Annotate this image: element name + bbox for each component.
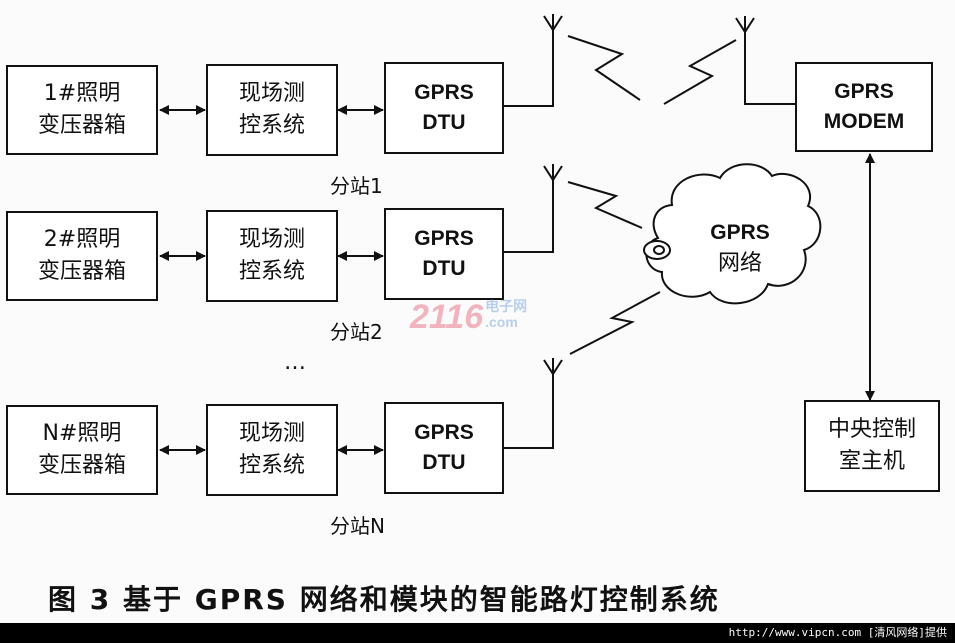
transformer-label: 变压器箱 [37,453,126,478]
control-label: 控系统 [238,259,305,284]
network-label: GPRS [710,221,770,244]
dtu-label: DTU [422,451,466,474]
control-label: 控系统 [238,113,305,138]
station-label-2: 分站2 [330,320,383,344]
central-host-box: 中央控制 室主机 [804,400,940,492]
figure-caption: 图 3 基于 GPRS 网络和模块的智能路灯控制系统 [48,583,720,616]
dtu-label: GPRS [414,81,474,104]
ellipsis: … [284,350,306,375]
control-box-n: 现场测 控系统 [206,404,338,496]
transformer-box-1: 1#照明 变压器箱 [6,65,158,155]
source-footer: http://www.vipcn.com [清风网络]提供 [0,623,955,643]
dtu-box-n: GPRS DTU [384,402,504,494]
control-label: 控系统 [238,453,305,478]
antenna-icon [504,14,563,107]
control-box-1: 现场测 控系统 [206,64,338,156]
host-label: 室主机 [838,449,905,474]
transformer-label: 1#照明 [43,81,121,106]
dtu-label: GPRS [414,227,474,250]
antenna-icon [504,164,563,253]
radio-link-2 [567,181,643,229]
host-label: 中央控制 [827,417,916,442]
dish-icon [643,240,671,260]
control-box-2: 现场测 控系统 [206,210,338,302]
dtu-label: DTU [422,257,466,280]
transformer-label: 变压器箱 [37,113,126,138]
control-label: 现场测 [238,227,305,252]
radio-link-modem [663,39,737,105]
gprs-network-label: GPRS 网络 [690,218,790,280]
dtu-label: GPRS [414,421,474,444]
modem-label: GPRS [834,80,894,103]
dtu-label: DTU [422,111,466,134]
control-label: 现场测 [238,81,305,106]
gprs-modem-box: GPRS MODEM [795,62,933,152]
control-label: 现场测 [238,421,305,446]
network-label: 网络 [717,251,762,276]
modem-label: MODEM [823,110,905,133]
station-label-1: 分站1 [330,174,383,198]
transformer-box-n: N#照明 变压器箱 [6,405,158,495]
watermark-number: 2116 [410,298,484,336]
radio-link-1 [567,35,641,101]
gprs-network-cloud [645,163,822,305]
antenna-icon [504,358,563,449]
dtu-box-2: GPRS DTU [384,208,504,300]
dtu-box-1: GPRS DTU [384,62,504,154]
radio-link-n [569,291,661,355]
station-label-n: 分站N [330,514,385,538]
antenna-icon [735,16,795,105]
transformer-label: N#照明 [42,421,122,446]
watermark-text: 电子网.com [485,298,528,330]
transformer-label: 2#照明 [43,227,121,252]
transformer-box-2: 2#照明 变压器箱 [6,211,158,301]
transformer-label: 变压器箱 [37,259,126,284]
